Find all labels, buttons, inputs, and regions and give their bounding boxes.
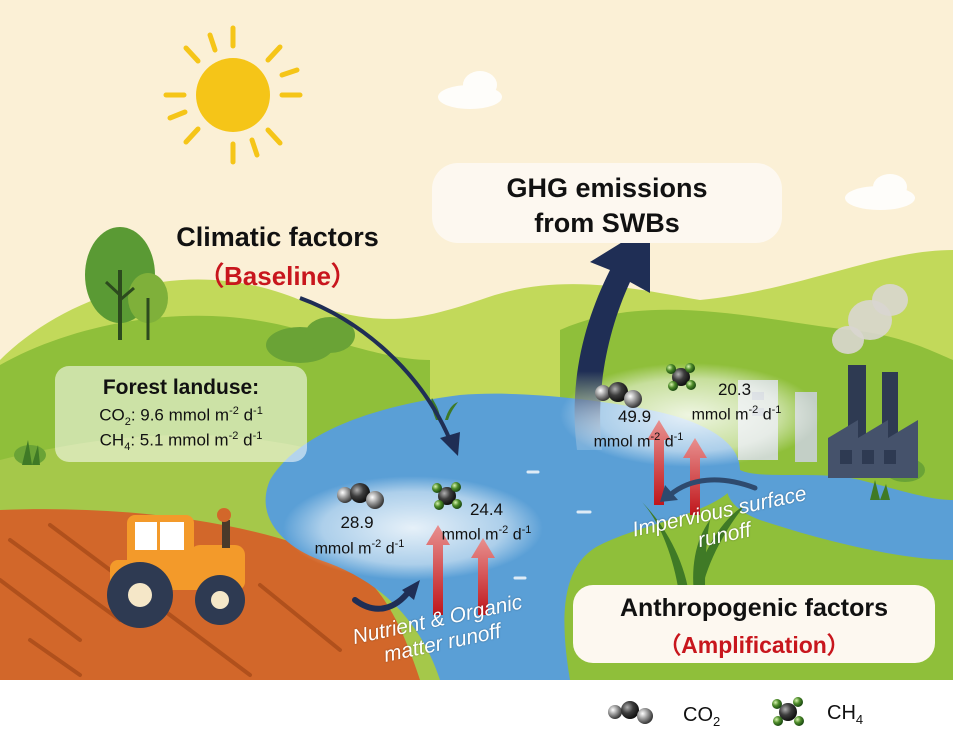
tractor-icon [107, 508, 245, 628]
legend-co2-icon [608, 701, 653, 724]
title-line1: GHG emissions [506, 173, 708, 203]
stream [726, 470, 953, 560]
grass-icon [22, 440, 890, 500]
co2-molecule-icon-agri [337, 483, 384, 509]
legend-ch4-label: CH4 [827, 702, 864, 727]
agri-ch4-unit: mmol m-2 d-1 [441, 524, 532, 544]
water-ripples [513, 470, 592, 580]
ch4-molecule-icon-urban [666, 363, 696, 391]
urban-ch4-unit: mmol m-2 d-1 [691, 404, 782, 424]
climatic-arrow [299, 296, 460, 456]
forest-heading: Forest landuse: [102, 376, 260, 399]
climatic-heading: Climatic factors [176, 222, 379, 252]
agri-ch4-value: 24.4 [469, 500, 504, 519]
forest-ch4-line: CH4: 5.1 mmol m-2 d-1 [99, 430, 263, 454]
tree-icon [85, 227, 168, 340]
climatic-subheading: （Baseline） [198, 261, 357, 291]
ghg-emission-arrow [574, 225, 650, 450]
cloud-icon [438, 71, 915, 210]
anthropogenic-heading: Anthropogenic factors [619, 594, 889, 622]
red-emission-arrows-agri [426, 525, 495, 615]
forest-box [55, 366, 307, 462]
nutrient-runoff-arrow [352, 580, 420, 612]
agri-co2-unit: mmol m-2 d-1 [314, 538, 405, 558]
impervious-runoff-arrow [660, 477, 758, 502]
sun-icon [163, 25, 303, 165]
anthropogenic-subheading: （Amplification） [658, 632, 850, 658]
title-box [432, 163, 782, 243]
urban-co2-value: 49.9 [617, 407, 652, 426]
urban-co2-unit: mmol m-2 d-1 [593, 431, 684, 451]
co2-molecule-icon-urban [595, 382, 642, 408]
anthropogenic-box [573, 585, 935, 663]
agri-co2-value: 28.9 [340, 513, 374, 532]
forest-co2-line: CO2: 9.6 mmol m-2 d-1 [99, 405, 263, 429]
ch4-molecule-icon-agri [432, 482, 462, 510]
legend-ch4-icon [772, 697, 804, 726]
red-emission-arrows-urban [647, 420, 707, 515]
urban-ch4-value: 20.3 [717, 380, 752, 399]
legend-co2-label: CO2 [683, 704, 721, 729]
title-line2: from SWBs [534, 208, 680, 238]
